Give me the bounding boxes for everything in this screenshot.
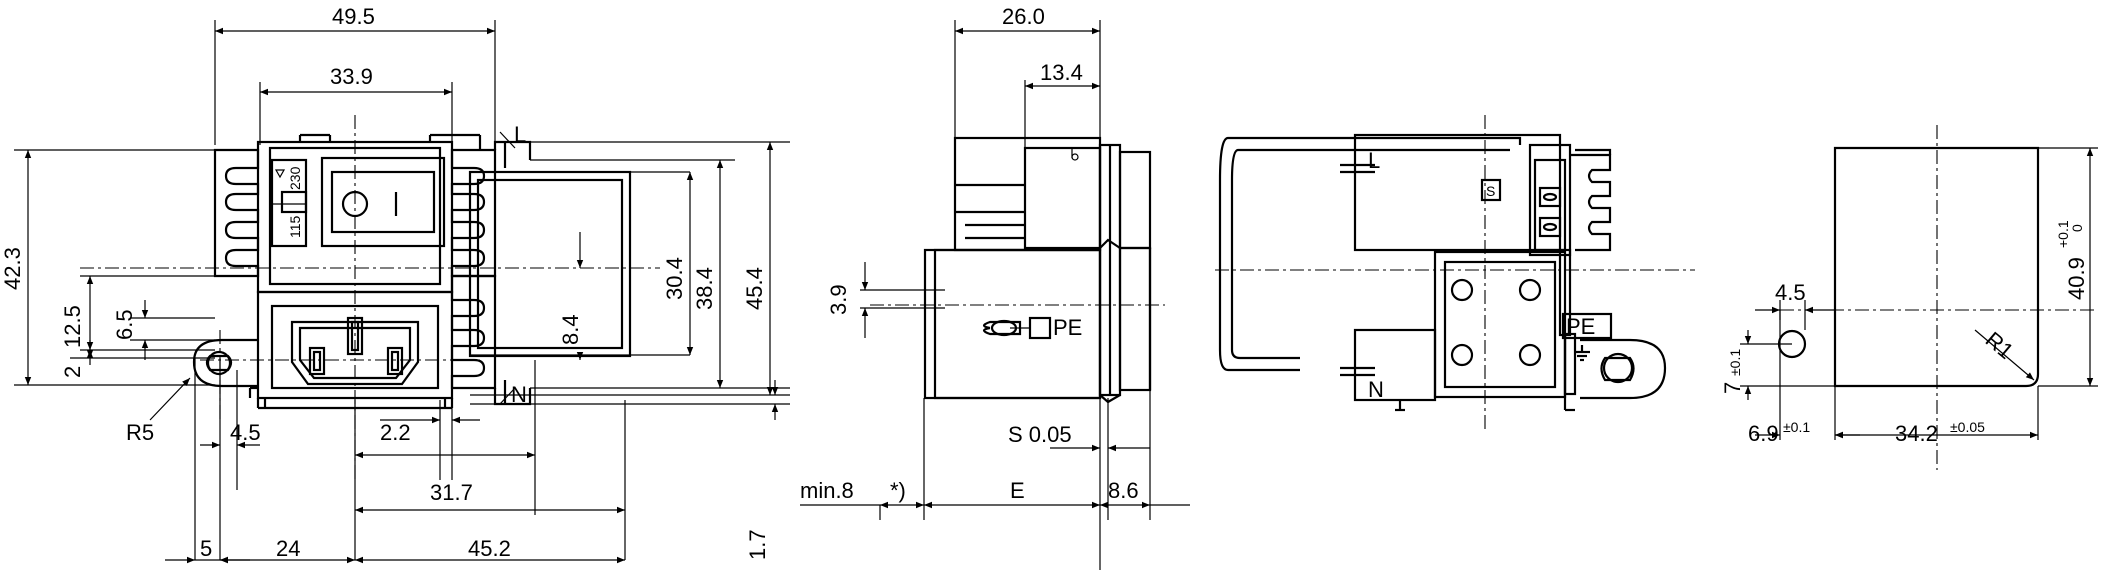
side-body: [923, 136, 1152, 404]
dim-3-9: 3.9: [826, 284, 851, 315]
back-terminal-n-label: N: [1368, 377, 1384, 402]
dim-min-8: min.8: [800, 478, 854, 503]
cutout-outline: [1833, 146, 2040, 388]
side-dimension-lines: [800, 27, 1190, 509]
terminal-l-label: L: [514, 122, 526, 147]
dim-cutout-tol-plus: +0.1: [2055, 220, 2071, 248]
side-pe-terminal: [982, 316, 1052, 340]
dim-38-4: 38.4: [692, 267, 717, 310]
cutout-dimension-lines: [1744, 148, 2094, 439]
side-view: PE 26.0 13.4 3.9 S 0.05 min.8 *) E 8.6: [800, 4, 1190, 570]
dim-26-0: 26.0: [1002, 4, 1045, 29]
front-dimension-arrows-outside: [86, 232, 779, 564]
dim-31-7: 31.7: [430, 480, 473, 505]
front-dimension-lines: [24, 27, 774, 514]
voltage-115-label: 115: [287, 215, 303, 238]
dim-4-5: 4.5: [230, 420, 261, 445]
dim-6-5: 6.5: [112, 309, 137, 340]
voltage-selector: 230 115: [270, 158, 308, 248]
dim-1-7: 1.7: [745, 529, 770, 560]
dim-r5: R5: [126, 420, 154, 445]
dim-cutout-40-9: 40.9: [2064, 257, 2089, 300]
front-center-lines: [80, 115, 660, 480]
dim-s-0-05: S 0.05: [1008, 422, 1072, 447]
terminal-n-label: N: [511, 382, 527, 407]
cutout-view: 4.5 40.9 +0.1 0 R1 7 ±0.1 6.9 ±0.1 34.2 …: [1720, 125, 2098, 470]
dim-2: 2: [60, 366, 85, 378]
dim-49-5: 49.5: [332, 4, 375, 29]
back-s-mark: S: [1486, 183, 1495, 199]
dim-5: 5: [200, 536, 212, 561]
mounting-flange: [192, 338, 258, 388]
dim-45-4: 45.4: [742, 267, 767, 310]
dim-footnote-star: *): [890, 478, 906, 503]
dim-33-9: 33.9: [330, 64, 373, 89]
rocker-switch: [320, 156, 446, 248]
back-body: [1340, 133, 1667, 412]
dim-cutout-r1: R1: [1981, 327, 2019, 364]
back-terminal-l-label: L: [1368, 148, 1380, 173]
dim-cutout-tol-zero: 0: [2069, 224, 2085, 232]
connector-bracket: [468, 131, 632, 406]
dim-24: 24: [276, 536, 300, 561]
dim-cutout-7-tol: ±0.1: [1727, 349, 1743, 376]
dim-45-2: 45.2: [468, 536, 511, 561]
side-pe-label: PE: [1053, 315, 1082, 340]
side-extension-lines: [860, 20, 1151, 570]
dim-8-4: 8.4: [558, 314, 583, 345]
dim-12-5: 12.5: [60, 305, 85, 348]
back-pe-label: PE: [1566, 314, 1595, 339]
dim-e: E: [1010, 478, 1025, 503]
dim-cutout-6-9-tol: ±0.1: [1783, 419, 1810, 435]
iec-inlet: [290, 316, 420, 386]
dim-2-2: 2.2: [380, 420, 411, 445]
back-bracket: [1218, 136, 1522, 372]
dim-8-6: 8.6: [1108, 478, 1139, 503]
dim-cutout-4-5: 4.5: [1775, 280, 1806, 305]
dim-cutout-34-2-tol: ±0.05: [1950, 419, 1985, 435]
dim-30-4: 30.4: [662, 257, 687, 300]
front-view: 230 115: [0, 4, 790, 564]
dim-42-3: 42.3: [0, 247, 25, 290]
dim-cutout-34-2: 34.2: [1895, 421, 1938, 446]
dim-13-4: 13.4: [1040, 60, 1083, 85]
voltage-230-label: 230: [287, 166, 303, 190]
dim-cutout-6-9: 6.9: [1748, 421, 1779, 446]
back-view: L N PE S: [1215, 115, 1695, 430]
dim-cutout-7: 7: [1720, 382, 1745, 394]
